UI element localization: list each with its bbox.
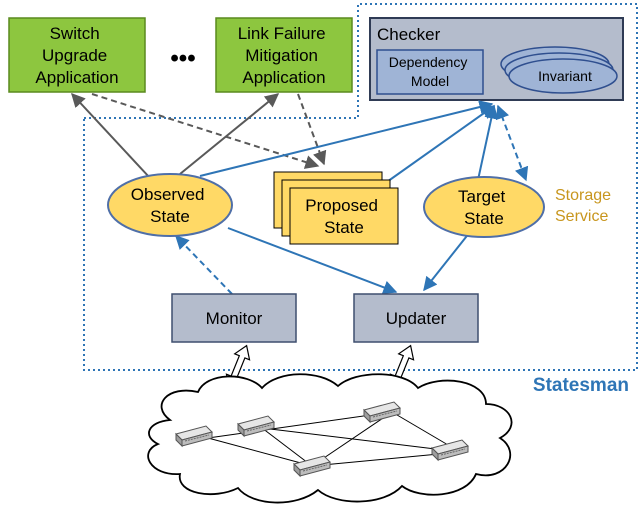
svg-text:Proposed State: Proposed State bbox=[305, 196, 383, 237]
updater-box[interactable]: Updater bbox=[353, 293, 479, 343]
checker-arrows bbox=[199, 100, 529, 185]
checker-box[interactable]: Checker Dependency Model Invariant bbox=[369, 17, 624, 101]
svg-text:Switch Upgrade App: Switch Upgrade Application bbox=[35, 24, 118, 87]
invariant-stack[interactable]: Invariant bbox=[500, 46, 618, 94]
svg-text:Dependency Model: Dependency Model bbox=[389, 54, 472, 89]
target-state[interactable]: Target State bbox=[423, 176, 545, 238]
monitor-box[interactable]: Monitor bbox=[171, 293, 297, 343]
network-cloud-icon bbox=[147, 373, 513, 504]
svg-text:Target State: Target State bbox=[458, 187, 510, 228]
svg-text:Invariant: Invariant bbox=[538, 68, 592, 84]
observed-state[interactable]: Observed State bbox=[107, 173, 233, 237]
svg-text:Updater: Updater bbox=[386, 309, 447, 328]
observed-to-apps-arrows bbox=[71, 92, 280, 179]
svg-text:Link Failure Mitigation: Link Failure Mitigation Application bbox=[238, 24, 331, 87]
svg-text:Observed State: Observed State bbox=[131, 185, 209, 226]
switch-upgrade-application[interactable]: Switch Upgrade Application bbox=[8, 17, 146, 93]
storage-service-label: Storage Service bbox=[555, 187, 616, 225]
svg-text:Monitor: Monitor bbox=[206, 309, 263, 328]
link-failure-mitigation-application[interactable]: Link Failure Mitigation Application bbox=[215, 17, 353, 93]
apps-to-proposed-arrows bbox=[91, 93, 327, 169]
proposed-state-stack[interactable]: Proposed State bbox=[273, 171, 399, 245]
statesman-boundary bbox=[83, 3, 638, 371]
dependency-model-box[interactable]: Dependency Model bbox=[376, 49, 484, 95]
checker-title: Checker bbox=[377, 25, 441, 44]
statesman-label: Statesman bbox=[533, 375, 629, 396]
updater-arrows bbox=[227, 227, 471, 295]
monitor-to-observed-arrow bbox=[175, 234, 233, 295]
ellipsis: ••• bbox=[170, 45, 195, 72]
